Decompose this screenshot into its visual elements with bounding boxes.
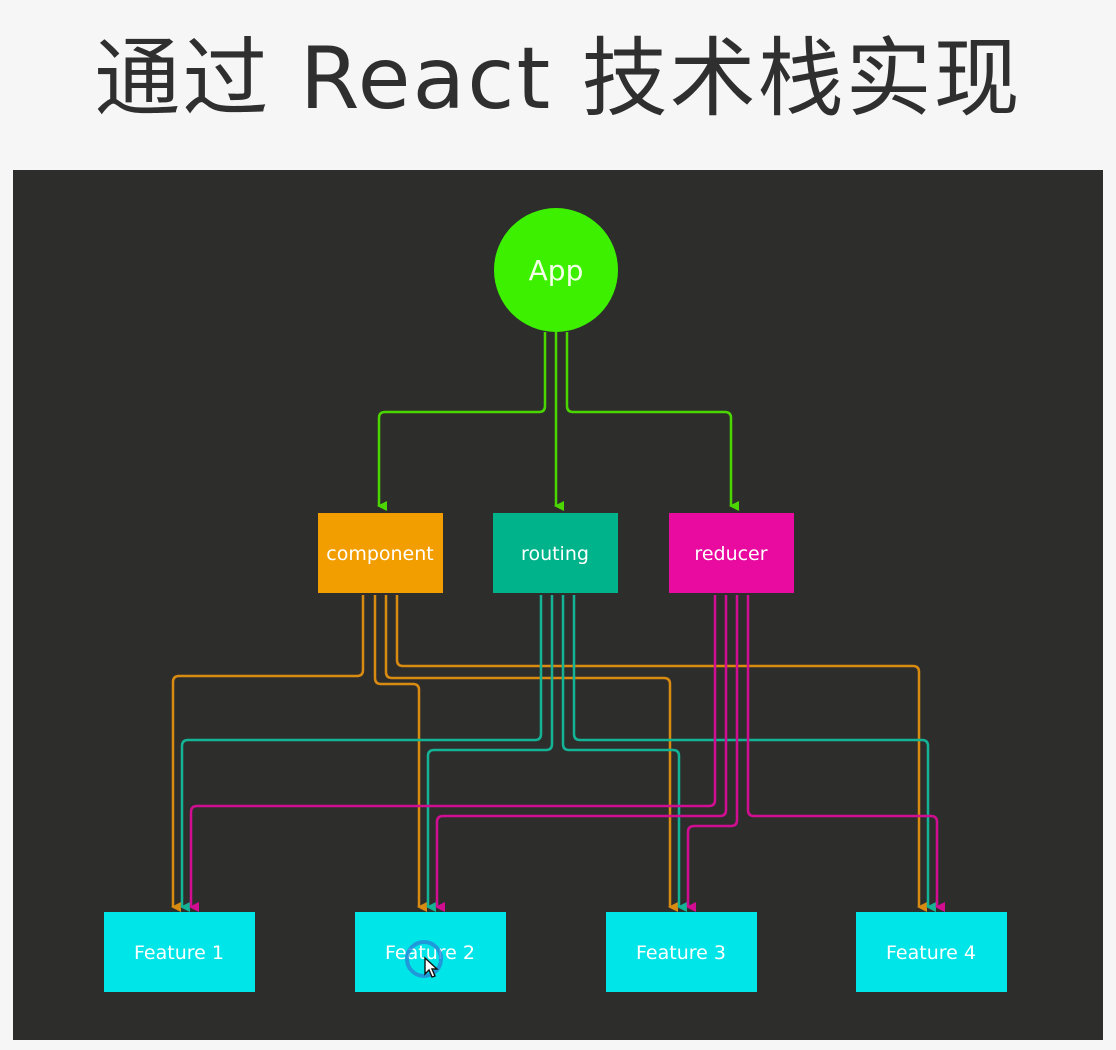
architecture-diagram: App component routing reducer Feature 1 (104, 208, 1007, 992)
diagram-panel: App component routing reducer Feature 1 (13, 170, 1103, 1040)
app-node-label: App (529, 254, 584, 287)
edge-routing-feature-1 (180, 595, 543, 912)
feature-4-label: Feature 4 (886, 942, 976, 964)
component-node: component (318, 513, 443, 593)
edge-component-feature-2 (373, 595, 427, 912)
edge-app-component (377, 332, 547, 511)
app-node: App (494, 208, 618, 332)
routing-edges (180, 595, 936, 912)
edge-reducer-feature-1 (189, 595, 717, 912)
edge-reducer-feature-2 (435, 595, 728, 912)
edge-reducer-feature-4 (746, 595, 945, 912)
edge-component-feature-3 (384, 595, 678, 912)
routing-node: routing (493, 513, 618, 593)
edge-component-feature-4 (395, 595, 927, 912)
reducer-node-label: reducer (694, 543, 767, 565)
reducer-edges (189, 595, 945, 912)
component-edges (171, 595, 927, 912)
edge-routing-feature-3 (561, 595, 687, 912)
slide-title: 通过 React 技术栈实现 (94, 29, 1022, 129)
routing-node-label: routing (521, 543, 589, 565)
edge-routing-feature-2 (426, 595, 554, 912)
edge-component-feature-1 (171, 595, 365, 912)
feature-3-node: Feature 3 (606, 912, 757, 992)
feature-4-node: Feature 4 (856, 912, 1007, 992)
feature-2-node: Feature 2 (355, 912, 506, 992)
feature-1-node: Feature 1 (104, 912, 255, 992)
component-node-label: component (326, 543, 434, 565)
feature-2-label: Feature 2 (385, 942, 475, 964)
edge-app-reducer (565, 332, 739, 511)
edge-routing-feature-4 (572, 595, 936, 912)
edge-reducer-feature-3 (686, 595, 739, 912)
app-edges (377, 332, 739, 511)
feature-3-label: Feature 3 (636, 942, 726, 964)
feature-1-label: Feature 1 (134, 942, 224, 964)
reducer-node: reducer (669, 513, 794, 593)
